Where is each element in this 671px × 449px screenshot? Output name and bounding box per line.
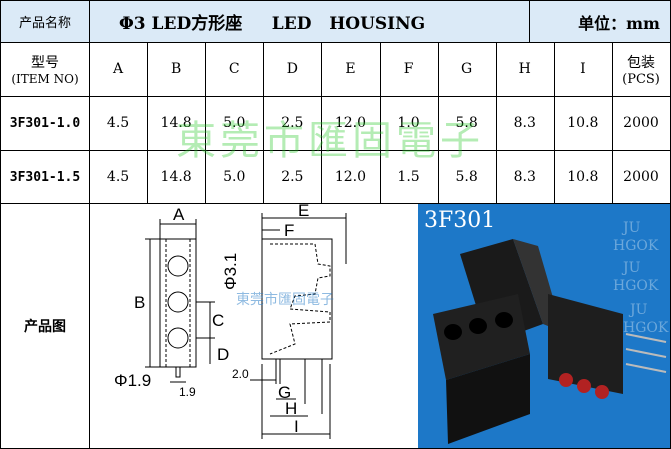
dim-label-a: A: [173, 205, 185, 224]
grid-line: [89, 1, 90, 448]
model-header-cn: 型号: [31, 55, 59, 71]
photo-watermark: JU: [623, 260, 641, 276]
column-header-i: I: [580, 61, 586, 77]
photo-watermark: HGOK: [613, 278, 659, 294]
dimension-value-a: 4.5: [106, 169, 130, 185]
product-photo: 3F301 JU HGOK JU HGOK JU HGOK: [418, 204, 670, 448]
dimension-value-f: 1.0: [397, 115, 420, 131]
dim-label-h: H: [285, 399, 297, 418]
grid-line: [612, 42, 613, 203]
drawing-watermark: 東莞市匯固電子: [236, 291, 334, 308]
dimension-value-g: 5.8: [455, 115, 478, 131]
dim-label-g: G: [278, 383, 291, 402]
dim-label-20: 2.0: [232, 367, 249, 381]
dimension-value-e: 12.0: [334, 169, 367, 185]
grid-line: [205, 42, 206, 203]
product-name-label: 产品名称: [1, 1, 89, 42]
dimension-value-b: 14.8: [160, 115, 192, 131]
pack-header: 包装 (PCS): [612, 42, 670, 96]
dim-label-phi31: Φ3.1: [221, 253, 240, 290]
grid-line: [496, 42, 497, 203]
pack-quantity: 2000: [623, 169, 659, 185]
grid-line: [438, 42, 439, 203]
dimension-value-i: 10.8: [567, 115, 599, 131]
photo-title: 3F301: [424, 208, 496, 233]
column-header-b: B: [170, 61, 182, 77]
dim-label-b: B: [134, 293, 145, 312]
grid-line: [147, 42, 148, 203]
column-header-e: E: [345, 61, 356, 77]
image-row-label: 产品图: [24, 319, 66, 335]
grid-line: [321, 42, 322, 203]
grid-line: [380, 42, 381, 203]
photo-watermark: JU: [623, 220, 641, 236]
column-header-d: D: [286, 61, 298, 77]
dimension-value-i: 10.8: [567, 169, 599, 185]
photo-watermark: JU: [630, 302, 648, 318]
dimension-value-c: 5.0: [223, 169, 246, 185]
dimension-value-g: 5.8: [455, 169, 478, 185]
dim-label-19: 1.9: [179, 385, 196, 399]
dim-label-c: C: [212, 311, 224, 330]
grid-line: [263, 42, 264, 203]
grid-line: [1, 150, 670, 151]
led-hole-1: [167, 255, 189, 277]
item-number: 3F301-1.0: [9, 115, 81, 131]
dim-label-phi19: Φ1.9: [114, 371, 151, 390]
grid-line: [1, 203, 670, 204]
column-header-c: C: [228, 61, 240, 77]
led-hole-2: [167, 291, 189, 313]
column-header-h: H: [518, 61, 531, 77]
photo-watermark: HGOK: [613, 238, 659, 254]
dimension-value-h: 8.3: [513, 115, 536, 131]
grid-line: [554, 42, 555, 203]
dimension-value-d: 2.5: [281, 169, 304, 185]
photo-illustration: [433, 239, 667, 444]
led-hole-3: [167, 327, 189, 349]
dim-label-e: E: [298, 204, 309, 220]
dim-label-d: D: [217, 345, 229, 364]
grid-line: [1, 96, 670, 97]
dimension-value-b: 14.8: [160, 169, 192, 185]
dimension-value-f: 1.5: [397, 169, 420, 185]
column-header-f: F: [403, 61, 414, 77]
side-view-body: [261, 238, 333, 360]
dimension-value-h: 8.3: [513, 169, 536, 185]
unit-label: 单位：mm: [529, 1, 670, 42]
item-number: 3F301-1.5: [9, 169, 81, 185]
dimension-value-d: 2.5: [281, 115, 304, 131]
technical-drawing: A B C D E F G H I Φ1.9 Φ3.1 1.9 2.0 東莞市匯…: [114, 204, 347, 439]
page-title: Φ3 LED方形座 LED HOUSING: [89, 1, 529, 42]
model-header-en: (ITEM NO): [11, 72, 79, 86]
dimension-value-e: 12.0: [334, 115, 367, 131]
photo-watermark: HGOK: [623, 320, 669, 336]
grid-line: [1, 42, 670, 43]
pack-header-cn: 包装: [627, 54, 655, 71]
dim-label-i: I: [294, 417, 299, 436]
dimension-value-c: 5.0: [223, 115, 246, 131]
pack-quantity: 2000: [623, 115, 659, 131]
dim-label-f: F: [284, 221, 294, 240]
model-header: 型号 (ITEM NO): [1, 42, 89, 96]
dimension-value-a: 4.5: [106, 115, 130, 131]
grid-line: [529, 1, 530, 42]
column-header-a: A: [112, 61, 124, 77]
column-header-g: G: [461, 61, 473, 77]
pack-header-en: (PCS): [622, 71, 660, 87]
